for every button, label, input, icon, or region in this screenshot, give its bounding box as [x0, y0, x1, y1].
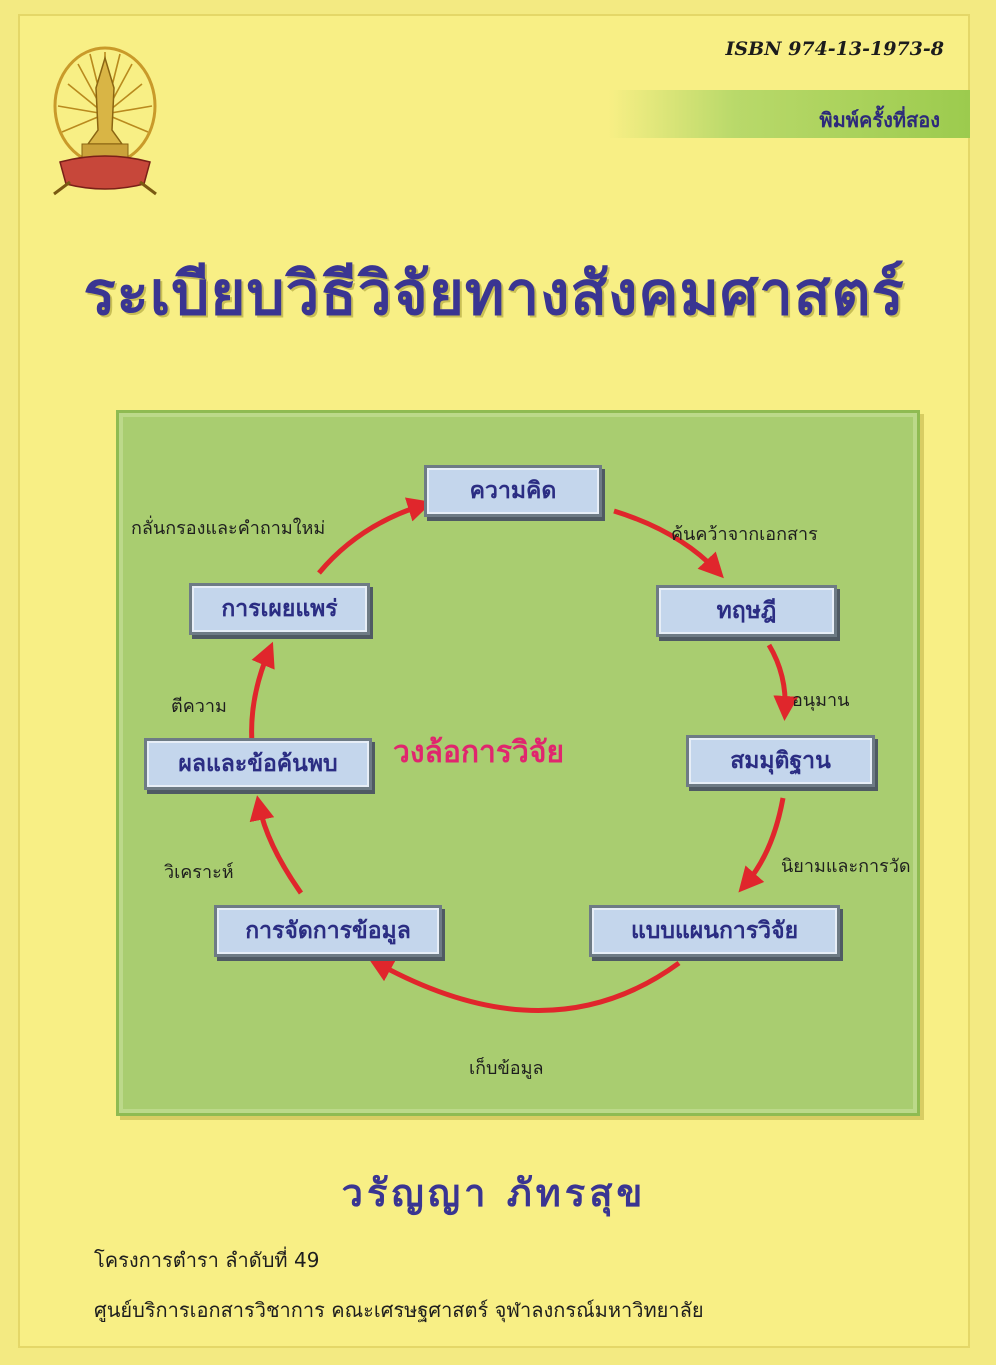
stage-hypothesis: สมมุติฐาน [686, 735, 875, 787]
transition-theory-to-hypothesis: อนุมาน [792, 690, 850, 711]
transition-hypothesis-to-design: นิยามและการวัด [781, 856, 911, 877]
arrow-hypothesis-to-design [738, 797, 786, 893]
transition-findings-to-dissemination: ตีความ [171, 696, 227, 717]
book-cover: ISBN 974-13-1973-8 พิมพ์ครั้งที่สอง ระเบ… [18, 14, 970, 1348]
stage-findings: ผลและข้อค้นพบ [144, 738, 372, 790]
transition-design-to-data: เก็บข้อมูล [469, 1058, 544, 1079]
author-name: วรัญญา ภัทรสุข [341, 1171, 647, 1215]
arrow-design-to-data [368, 958, 681, 1013]
arrow-findings-to-dissemination [249, 641, 275, 744]
research-cycle-arrows [249, 497, 799, 1013]
transition-idea-to-theory: ค้นคว้าจากเอกสาร [671, 524, 818, 545]
edition-band [608, 90, 970, 138]
stage-design: แบบแผนการวิจัย [589, 905, 840, 957]
diagram-center-label: วงล้อการวิจัย [393, 735, 565, 770]
stage-idea: ความคิด [424, 465, 602, 517]
research-wheel-diagram: ความคิด ทฤษฎี สมมุติฐาน แบบแผนการวิจัย ก… [116, 410, 920, 1116]
stage-theory: ทฤษฎี [656, 585, 837, 637]
university-emblem-icon [53, 46, 157, 196]
book-title: ระเบียบวิธีวิจัยทางสังคมศาสตร์ [83, 259, 905, 329]
arrow-dissemination-to-idea [317, 497, 433, 575]
publisher-line: ศูนย์บริการเอกสารวิชาการ คณะเศรษฐศาสตร์ … [94, 1298, 704, 1322]
transition-dissemination-to-idea: กลั่นกรองและคำถามใหม่ [131, 518, 326, 539]
arrow-data-to-findings [249, 795, 304, 895]
isbn: ISBN 974-13-1973-8 [725, 38, 944, 60]
stage-dissemination: การเผยแพร่ [189, 583, 370, 635]
series-line: โครงการตำรา ลำดับที่ 49 [94, 1248, 320, 1272]
edition-label: พิมพ์ครั้งที่สอง [819, 108, 940, 132]
arrow-theory-to-hypothesis [766, 643, 799, 721]
stage-data-management: การจัดการข้อมูล [214, 905, 442, 957]
transition-data-to-findings: วิเคราะห์ [164, 862, 234, 883]
arrow-idea-to-theory [613, 508, 724, 579]
